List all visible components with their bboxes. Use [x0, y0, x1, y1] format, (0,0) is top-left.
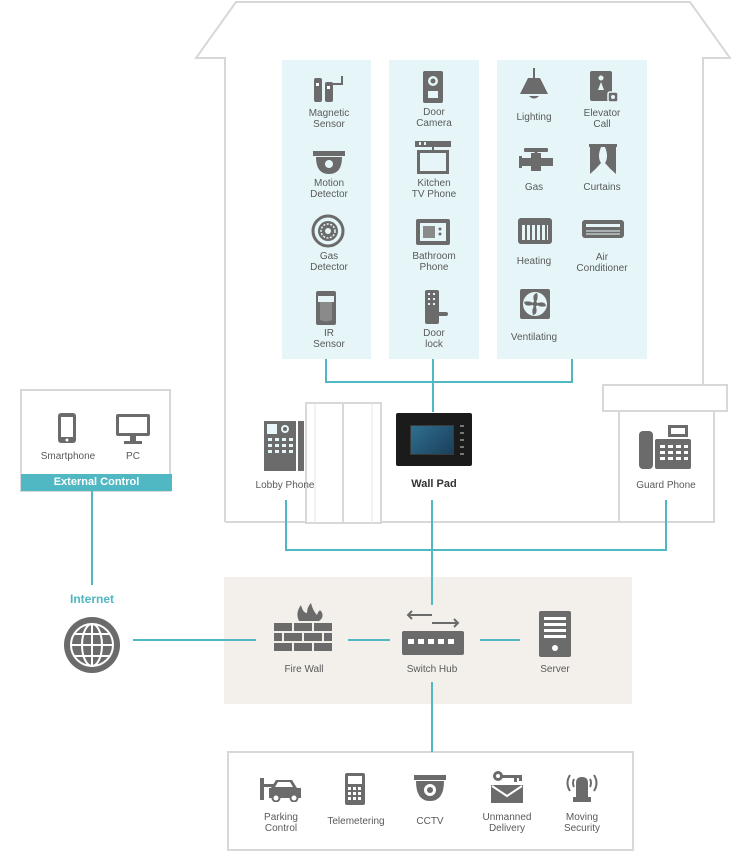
ventilating-label: Ventilating — [510, 332, 558, 343]
lighting-label: Lighting — [516, 112, 552, 123]
server-icon — [538, 610, 572, 658]
switch-hub-icon — [400, 609, 466, 659]
unmanned-delivery-icon — [490, 770, 524, 804]
door-camera-label: Door Camera — [416, 107, 452, 129]
smartphone-label: Smartphone — [40, 451, 96, 462]
motion-detector-label: Motion Detector — [310, 178, 348, 200]
door-lock-label: Door lock — [423, 328, 445, 350]
pc-label: PC — [126, 451, 140, 462]
door-lock-icon — [424, 289, 450, 325]
telemetering-icon — [344, 772, 366, 806]
elevator-call-label: Elevator Call — [583, 108, 621, 130]
bathroom-phone-label: Bathroom Phone — [412, 251, 456, 273]
external-control-title: External Control — [21, 474, 172, 491]
wall-pad-label: Wall Pad — [411, 478, 457, 490]
guard-house-roof — [602, 384, 728, 412]
telemetering-label: Telemetering — [327, 816, 385, 827]
wall-pad-screen — [410, 425, 454, 455]
lighting-icon — [518, 68, 550, 102]
cctv-icon — [413, 774, 447, 802]
kitchen-tv-phone-icon — [414, 140, 452, 176]
internet-label: Internet — [69, 592, 114, 606]
ventilating-icon — [519, 288, 551, 320]
kitchen-tv-phone-label: Kitchen TV Phone — [411, 178, 457, 200]
wall-pad-buttons — [460, 425, 464, 455]
moving-security-icon — [563, 771, 601, 803]
unmanned-delivery-label: Unmanned Delivery — [482, 812, 532, 834]
ir-sensor-label: IR Sensor — [313, 328, 345, 350]
switch-hub-label: Switch Hub — [406, 664, 458, 675]
parking-control-label: Parking Control — [264, 812, 298, 834]
gas-label: Gas — [524, 182, 544, 193]
gas-detector-icon — [311, 214, 345, 248]
gas-detector-label: Gas Detector — [310, 251, 348, 273]
parking-control-icon — [259, 774, 303, 802]
smartphone-icon — [57, 412, 77, 444]
house-outline — [194, 0, 732, 522]
wall-pad-device — [396, 413, 472, 466]
cctv-label: CCTV — [416, 816, 444, 827]
curtains-icon — [589, 143, 617, 175]
firewall-label: Fire Wall — [284, 664, 324, 675]
connector-panels — [325, 358, 573, 383]
lobby-phone-icon — [263, 420, 305, 472]
air-conditioner-icon — [581, 219, 625, 241]
ir-sensor-icon — [315, 290, 337, 326]
heating-label: Heating — [516, 256, 552, 267]
globe-icon — [62, 615, 122, 675]
air-conditioner-label: Air Conditioner — [576, 252, 628, 274]
elevator-call-icon — [589, 70, 619, 104]
firewall-icon — [273, 603, 335, 659]
magnetic-sensor-label: Magnetic Sensor — [308, 108, 350, 130]
bathroom-phone-icon — [415, 218, 451, 246]
lobby-phone-label: Lobby Phone — [255, 480, 315, 491]
heating-icon — [517, 217, 553, 245]
server-label: Server — [540, 664, 570, 675]
gas-icon — [518, 143, 554, 175]
magnetic-sensor-icon — [311, 74, 347, 106]
door-camera-icon — [422, 70, 444, 104]
connector-phones — [285, 500, 667, 551]
pc-icon — [115, 413, 151, 445]
guard-phone-icon — [638, 423, 694, 471]
moving-security-label: Moving Security — [563, 812, 601, 834]
guard-phone-label: Guard Phone — [636, 480, 696, 491]
motion-detector-icon — [312, 150, 346, 176]
curtains-label: Curtains — [583, 182, 621, 193]
